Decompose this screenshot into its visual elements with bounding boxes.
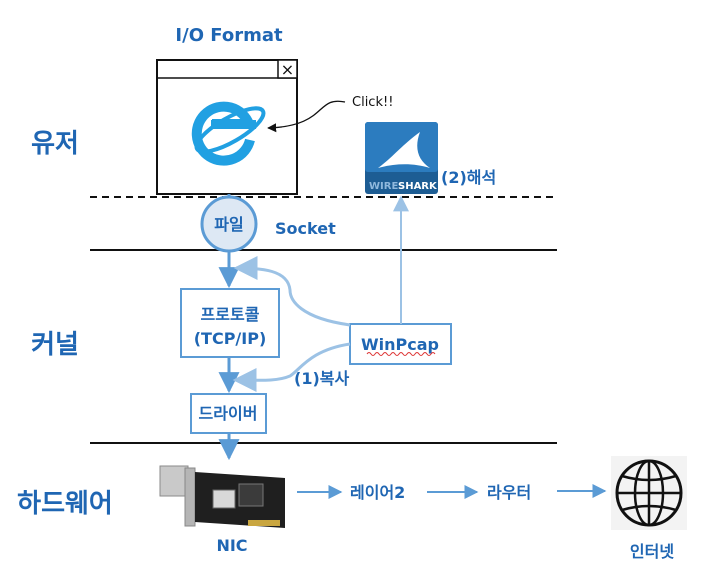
winpcap-to-driver-path-arrow xyxy=(232,342,351,393)
layer-label-hardware: 하드웨어 xyxy=(17,489,113,519)
router-label: 라우터 xyxy=(487,483,531,502)
layer2-label: 레이어2 xyxy=(350,483,405,502)
analyze-label: (2)해석 xyxy=(441,168,496,187)
driver-label: 드라이버 xyxy=(199,404,258,423)
diagram-title: I/O Format xyxy=(175,25,283,46)
internet-label: 인터넷 xyxy=(630,542,674,561)
layer-label-user: 유저 xyxy=(31,129,79,159)
winpcap-to-file-path-arrow xyxy=(233,256,351,327)
protocol-label-line1: 프로토콜 xyxy=(201,305,260,324)
internet-explorer-icon xyxy=(191,101,266,166)
file-node-label: 파일 xyxy=(214,215,243,234)
click-pointer-arrow xyxy=(267,100,346,133)
copy-label: (1)복사 xyxy=(294,369,349,388)
window-close-button[interactable] xyxy=(277,59,298,79)
nic-label: NIC xyxy=(216,536,247,555)
network-card-icon xyxy=(159,465,285,528)
wireshark-logo-text-a: WIRE xyxy=(369,181,398,192)
wireshark-fin-icon xyxy=(378,132,430,168)
spellcheck-underline xyxy=(366,352,436,356)
winpcap-box[interactable] xyxy=(349,323,452,365)
click-label: Click!! xyxy=(352,95,393,110)
winpcap-label: WinPcap xyxy=(361,335,439,354)
protocol-box[interactable] xyxy=(180,288,280,358)
layer-label-kernel: 커널 xyxy=(31,330,79,360)
wireshark-logo[interactable]: WIRE SHARK xyxy=(365,122,438,194)
globe-icon xyxy=(611,456,687,530)
socket-label: Socket xyxy=(275,219,336,238)
close-icon: × xyxy=(281,60,294,79)
protocol-label-line2: (TCP/IP) xyxy=(194,329,267,348)
wireshark-logo-text-b: SHARK xyxy=(398,181,438,192)
